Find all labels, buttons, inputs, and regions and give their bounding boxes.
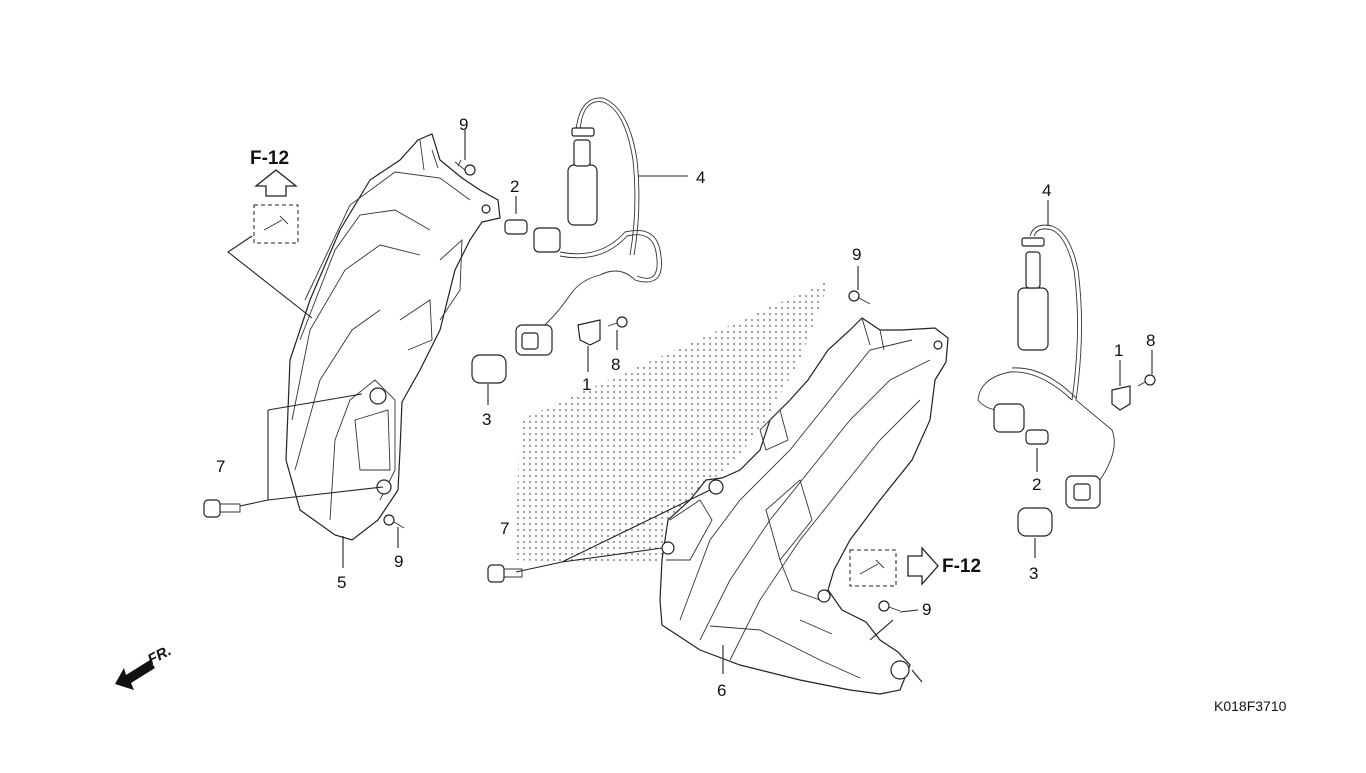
diagram-code: K018F3710: [1214, 698, 1287, 714]
callout-9-a: 9: [459, 115, 468, 134]
callout-8-b: 8: [1146, 331, 1155, 350]
screw-9-upper-left: [454, 159, 476, 176]
f12-left-label: F-12: [250, 148, 289, 169]
left-wire-harness: [471, 97, 662, 384]
bolt-7-left: [203, 499, 241, 518]
left-harness-leaders: [487, 175, 688, 405]
front-arrow-icon: [115, 660, 155, 690]
screw-detail-icon-right: [859, 559, 885, 575]
left-leader-lines: [227, 130, 466, 568]
callout-1-b: 1: [1114, 341, 1123, 360]
callout-3-a: 3: [482, 410, 491, 429]
shading-area: [515, 280, 830, 565]
arrow-up-icon: [254, 169, 298, 197]
left-turn-signal-housing: [285, 133, 501, 541]
callout-1-a: 1: [582, 375, 591, 394]
right-harness-leaders: [1034, 200, 1153, 558]
dashed-detail-box-right: [849, 549, 897, 587]
screw-9-lower-right: [878, 600, 901, 612]
callout-2-b: 2: [1032, 475, 1041, 494]
screw-9-upper-right: [848, 290, 871, 305]
screw-detail-icon: [263, 215, 289, 231]
f12-left-reference: F-12: [250, 148, 299, 244]
f12-right-reference: F-12: [849, 546, 981, 587]
f12-right-label: F-12: [942, 556, 981, 577]
callout-9-b: 9: [394, 552, 403, 571]
callout-8-a: 8: [611, 355, 620, 374]
callout-7-a: 7: [216, 457, 225, 476]
screw-9-lower-left: [383, 514, 405, 529]
callout-2-a: 2: [510, 177, 519, 196]
right-turn-signal-housing: [659, 317, 949, 695]
callout-7-b: 7: [500, 519, 509, 538]
callout-5: 5: [337, 573, 346, 592]
callout-3-b: 3: [1029, 564, 1038, 583]
right-wire-harness: [977, 224, 1156, 537]
callout-4-b: 4: [1042, 181, 1051, 200]
callout-numbers: 9 2 4 8 1 3 7 9 5 9 7 6 9 4 1 8 2 3: [216, 115, 1155, 700]
bolt-7-right: [487, 564, 523, 583]
callout-6: 6: [717, 681, 726, 700]
callout-9-c: 9: [852, 245, 861, 264]
dashed-detail-box: [253, 204, 299, 244]
right-leader-lines: [515, 266, 923, 683]
callout-4-a: 4: [696, 168, 705, 187]
arrow-right-icon: [907, 546, 939, 586]
callout-9-d: 9: [922, 600, 931, 619]
front-direction-indicator: FR.: [115, 642, 174, 690]
